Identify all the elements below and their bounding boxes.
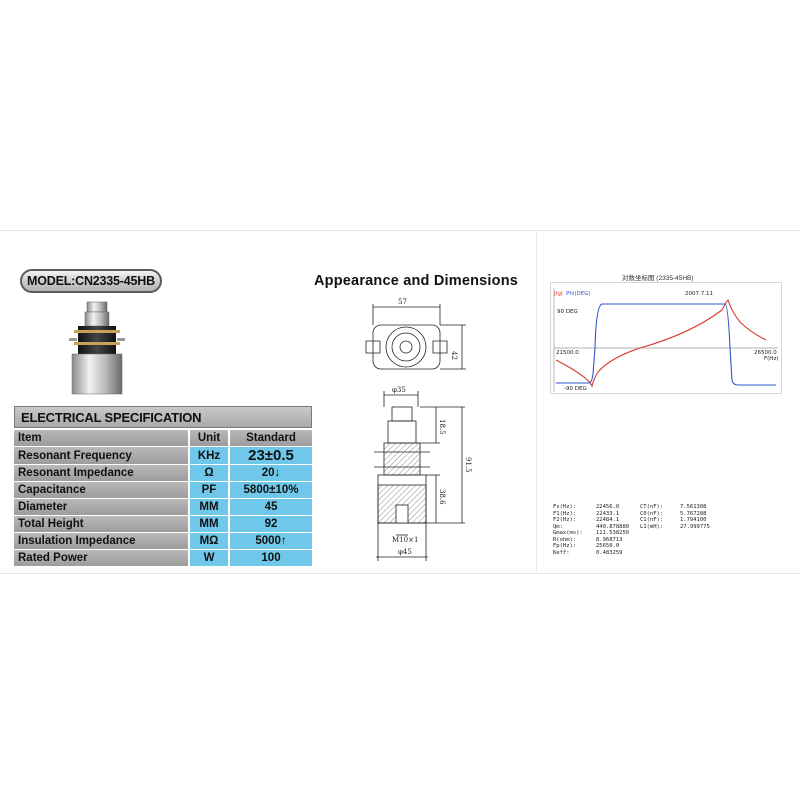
legend-g: |Ig| <box>554 291 563 297</box>
graph-date: 2007.7.11 <box>685 291 713 297</box>
dim-top-height: 42 <box>450 351 458 360</box>
table-row: Resonant Frequency KHz 23±0.5 <box>14 447 312 464</box>
x-min-label: 21500.0 <box>556 350 579 356</box>
dim-top-width: 57 <box>398 298 407 306</box>
dim-h1: 18.5 <box>438 419 446 435</box>
param-value2: 27.999775 <box>680 523 710 530</box>
param-value: 0.483259 <box>596 549 623 556</box>
row-item: Total Height <box>14 516 188 532</box>
row-item: Resonant Impedance <box>14 465 188 481</box>
row-standard: 100 <box>228 550 312 566</box>
graph-title: 对数坐标图 (2335-45HB) <box>622 275 694 282</box>
param-key: F2(Hz): <box>553 517 577 523</box>
dim-h2: 38.6 <box>438 489 446 505</box>
param-key: Gmax(ms): <box>553 530 583 536</box>
row-item: Diameter <box>14 499 188 515</box>
label-plus90: 90 DEG <box>557 309 578 315</box>
param-value: 440.878880 <box>596 523 630 530</box>
row-standard: 5800±10% <box>228 482 312 498</box>
spec-table: Item Unit Standard Resonant Frequency KH… <box>14 429 312 567</box>
dim-thread: M10×1 <box>392 536 418 544</box>
param-row: Fp(Hz): 25650.0 <box>553 543 773 550</box>
table-row: Rated Power W 100 <box>14 550 312 566</box>
row-unit: MM <box>188 516 228 532</box>
row-item: Capacitance <box>14 482 188 498</box>
param-key: Keff: <box>553 549 570 556</box>
col-item: Item <box>14 430 188 446</box>
spec-title: ELECTRICAL SPECIFICATION <box>14 406 312 428</box>
row-standard: 5000↑ <box>228 533 312 549</box>
param-row: R(ohm): 8.968713 <box>553 537 773 544</box>
param-value: 8.968713 <box>596 536 623 543</box>
impedance-graph: |Ig| Phi(DEG) 2007.7.11 90 DEG -90 DEG 2… <box>550 282 782 394</box>
row-unit: MΩ <box>188 533 228 549</box>
legend-phi: Phi(DEG) <box>566 291 591 297</box>
param-value2: 7.561308 <box>680 504 707 510</box>
parameter-list: Fs(Hz): 22456.0 CT(nF): 7.561308 F1(Hz): 224… <box>553 504 773 556</box>
dim-d-bottom: φ45 <box>398 548 412 556</box>
row-item: Resonant Frequency <box>14 447 188 464</box>
row-item: Insulation Impedance <box>14 533 188 549</box>
label-minus90: -90 DEG <box>564 386 587 392</box>
param-key: F1(Hz): <box>553 510 577 517</box>
dim-d-top: φ35 <box>392 386 406 394</box>
table-row: Diameter MM 45 <box>14 499 312 515</box>
row-unit: W <box>188 550 228 566</box>
dimension-drawing: 57 42 φ35 18.5 91.5 38.6 M10×1 φ45 <box>365 298 472 561</box>
spec-header-row: Item Unit Standard <box>14 430 312 446</box>
param-row: F1(Hz): 22433.1 C0(nF): 5.767288 <box>553 511 773 518</box>
divider <box>536 232 537 572</box>
row-standard: 45 <box>228 499 312 515</box>
model-badge: MODEL:CN2335-45HB <box>20 269 162 293</box>
table-row: Resonant Impedance Ω 20↓ <box>14 465 312 481</box>
param-value: 22484.1 <box>596 517 620 523</box>
row-standard: 23±0.5 <box>228 447 312 464</box>
row-unit: Ω <box>188 465 228 481</box>
param-key: R(ohm): <box>553 536 577 543</box>
row-unit: KHz <box>188 447 228 464</box>
top-rule <box>0 230 800 231</box>
param-value2: 5.767288 <box>680 510 707 517</box>
param-key2: C0(nF): <box>640 510 664 517</box>
param-key2: CT(nF): <box>640 504 664 510</box>
param-row: Gmax(ms): 111.538250 <box>553 530 773 537</box>
row-standard: 92 <box>228 516 312 532</box>
bottom-rule <box>0 573 800 574</box>
row-item: Rated Power <box>14 550 188 566</box>
param-value: 22433.1 <box>596 510 620 517</box>
row-unit: MM <box>188 499 228 515</box>
param-row: Fs(Hz): 22456.0 CT(nF): 7.561308 <box>553 504 773 511</box>
param-value: 111.538250 <box>596 530 630 536</box>
param-key: Qm: <box>553 523 563 530</box>
table-row: Insulation Impedance MΩ 5000↑ <box>14 533 312 549</box>
param-row: F2(Hz): 22484.1 C1(nF): 1.794100 <box>553 517 773 524</box>
col-unit: Unit <box>188 430 228 446</box>
param-key: Fs(Hz): <box>553 504 577 510</box>
row-unit: PF <box>188 482 228 498</box>
col-standard: Standard <box>228 430 312 446</box>
table-row: Capacitance PF 5800±10% <box>14 482 312 498</box>
param-value: 22456.0 <box>596 504 620 510</box>
x-unit: F(Hz) <box>764 356 778 362</box>
param-key: Fp(Hz): <box>553 543 577 549</box>
param-key2: L1(mH): <box>640 523 664 530</box>
appearance-title: Appearance and Dimensions <box>314 273 519 289</box>
param-value: 25650.0 <box>596 543 620 549</box>
x-max-label: 26500.0 <box>754 350 777 356</box>
param-row: Qm: 440.878880 L1(mH): 27.999775 <box>553 524 773 531</box>
param-value2: 1.794100 <box>680 517 707 523</box>
transducer-photo <box>69 301 125 395</box>
param-key2: C1(nF): <box>640 517 664 523</box>
param-row: Keff: 0.483259 <box>553 550 773 557</box>
table-row: Total Height MM 92 <box>14 516 312 532</box>
dim-h-total: 91.5 <box>464 457 472 473</box>
row-standard: 20↓ <box>228 465 312 481</box>
